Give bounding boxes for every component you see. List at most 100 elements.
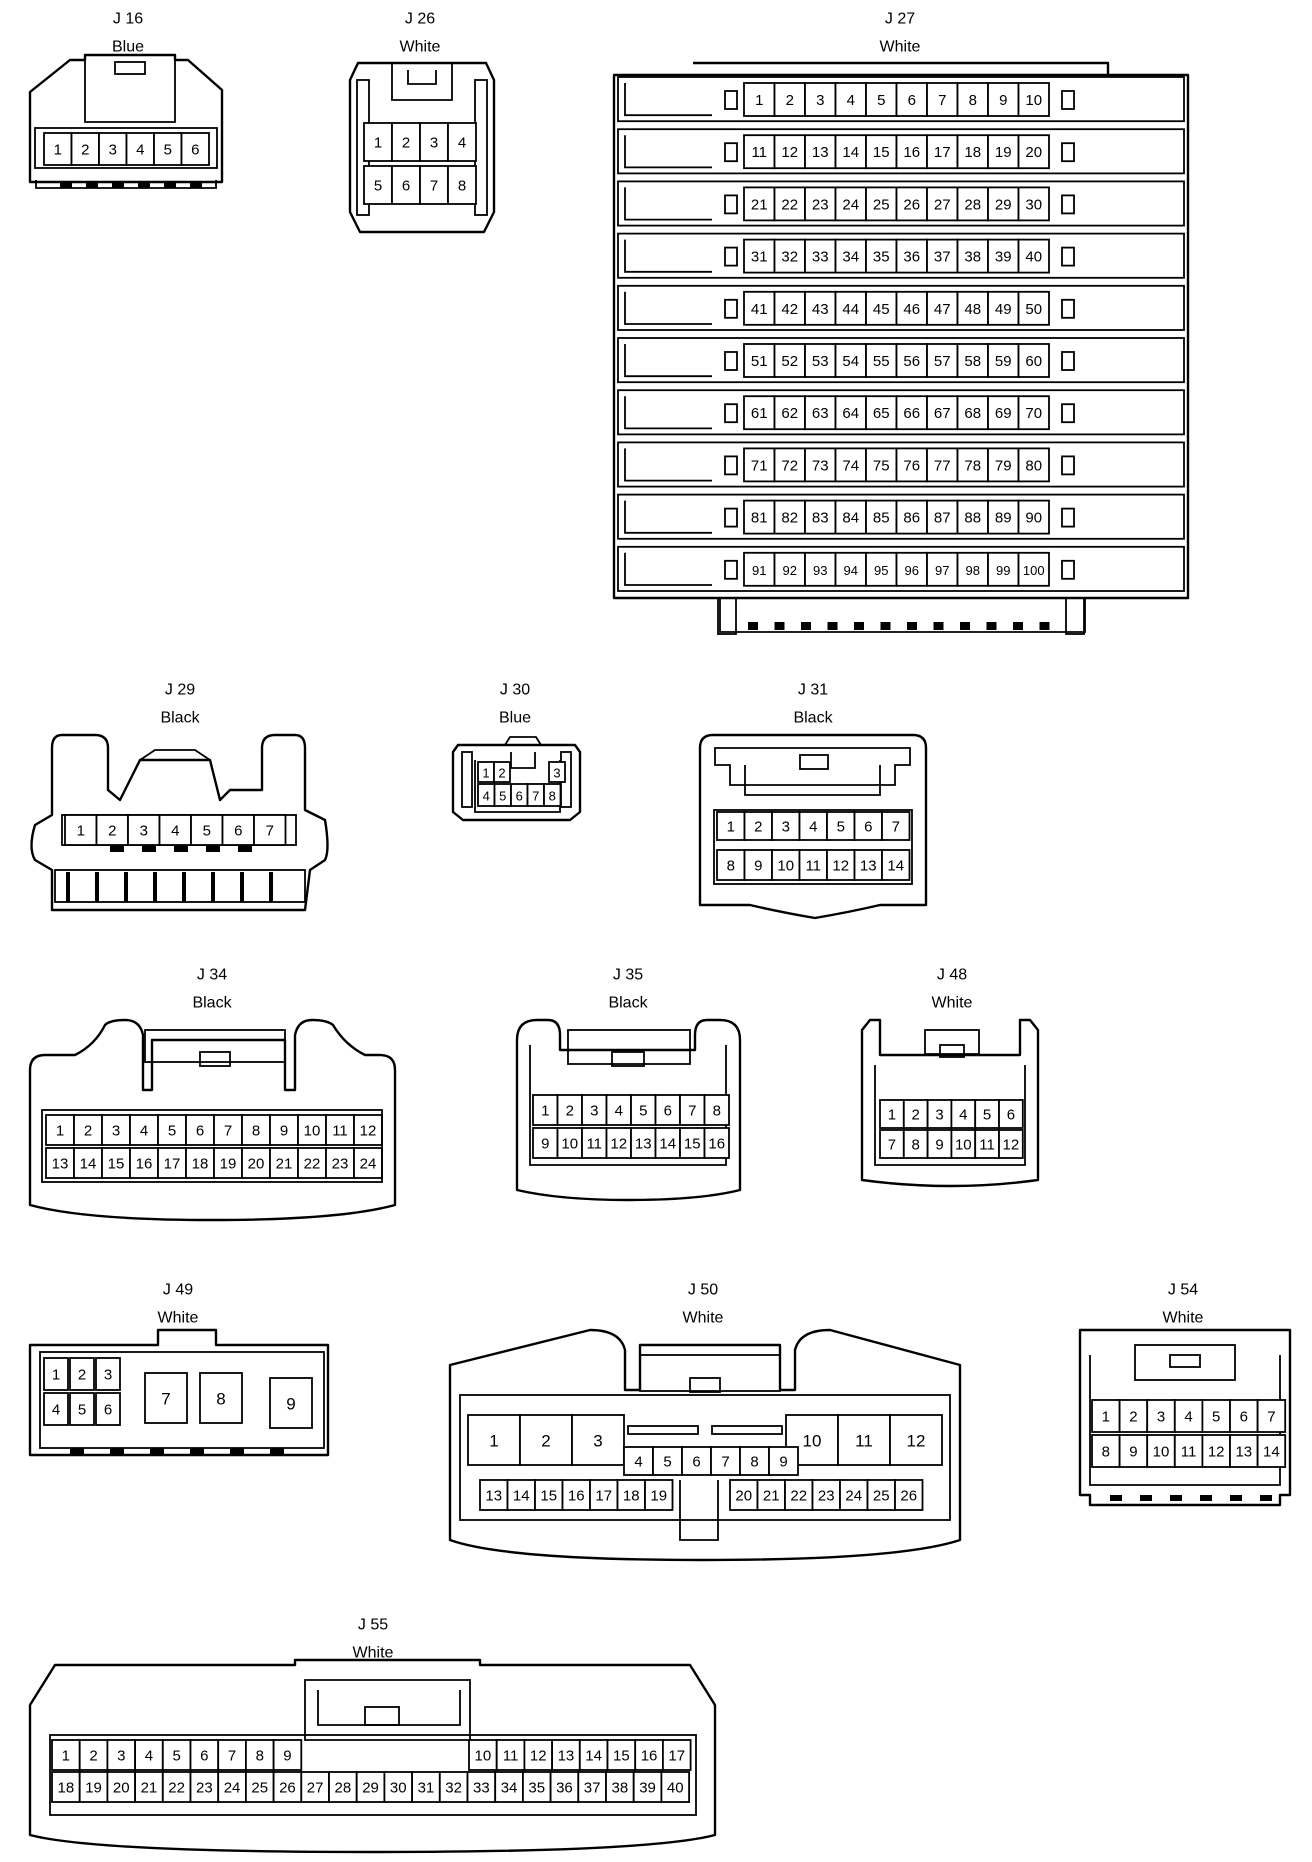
pin-cell [834, 551, 867, 587]
housing-outline [714, 747, 911, 786]
pin-cell [106, 1739, 137, 1771]
housing-outline [624, 344, 712, 378]
connector-color-label: Blue [499, 710, 531, 727]
pin-cell [881, 849, 911, 881]
latch-tooth [230, 1448, 244, 1454]
rib [240, 872, 244, 902]
pin-number: 31 [751, 249, 768, 266]
pin-number: 13 [635, 1136, 652, 1153]
latch-tooth [748, 622, 758, 630]
pin-number: 86 [903, 510, 920, 527]
pin-cell [144, 1372, 188, 1424]
housing-part [199, 1051, 231, 1067]
pin-cell [998, 1129, 1024, 1159]
pin-number: 9 [280, 1123, 288, 1140]
pin-number: 47 [934, 301, 951, 318]
latch-tooth [1140, 1495, 1152, 1501]
pin-cell [768, 1446, 799, 1476]
pin-number: 39 [639, 1780, 656, 1797]
pin-cell [743, 395, 776, 431]
pin-cell [865, 551, 898, 587]
housing-outline [698, 733, 928, 920]
pin-number: 8 [458, 178, 466, 195]
pin-number: 78 [964, 457, 981, 474]
pin-number: 6 [402, 178, 410, 195]
pin-number: 25 [251, 1780, 268, 1797]
pin-number: 21 [276, 1156, 293, 1173]
pin-number: 41 [751, 301, 768, 318]
pin-number: 52 [781, 353, 798, 370]
pin-cell [679, 1127, 706, 1159]
pin-number: 1 [374, 135, 382, 152]
pin-number: 1 [482, 766, 489, 781]
connector-id-label: J 35 [613, 967, 643, 984]
pin-cell [589, 1479, 619, 1511]
pin-number: 2 [1129, 1409, 1137, 1426]
pin-number: 4 [136, 142, 144, 159]
pin-number: 24 [845, 1488, 862, 1505]
pin-cell [101, 1147, 131, 1179]
latch-tooth [801, 622, 811, 630]
pin-cell [325, 1147, 355, 1179]
pin-number: 8 [252, 1123, 260, 1140]
latch-tooth [164, 182, 176, 188]
pin-cell [773, 290, 806, 326]
pin-number: 4 [847, 92, 855, 109]
pin-number: 85 [873, 510, 890, 527]
pin-number: 3 [430, 135, 438, 152]
pin-cell [1017, 395, 1050, 431]
rib [153, 872, 157, 902]
pin-number: 15 [684, 1136, 701, 1153]
housing-part [1134, 1344, 1236, 1381]
pin-cell [710, 1446, 741, 1476]
pin-number: 8 [727, 858, 735, 875]
latch-slot [724, 246, 738, 267]
pin-number: 27 [934, 196, 951, 213]
pin-number: 17 [668, 1748, 685, 1765]
pin-number: 10 [1025, 92, 1042, 109]
pin-number: 9 [935, 1137, 943, 1154]
latch-slot [1061, 142, 1075, 163]
pin-number: 6 [1007, 1107, 1015, 1124]
pin-number: 3 [782, 819, 790, 836]
pin-cell [926, 447, 959, 483]
pin-cell [773, 186, 806, 222]
housing-part [1065, 597, 1085, 635]
pin-number: 62 [781, 405, 798, 422]
housing-outline [28, 1328, 330, 1457]
pin-cell [834, 238, 867, 274]
pin-number: 31 [418, 1780, 435, 1797]
pin-cell [987, 499, 1020, 535]
pin-cell [895, 186, 928, 222]
pin-cell [895, 238, 928, 274]
pin-number: 16 [708, 1136, 725, 1153]
pin-number: 24 [360, 1156, 377, 1173]
latch-slot [1061, 194, 1075, 215]
housing-outline [348, 61, 496, 234]
pin-number: 90 [1025, 510, 1042, 527]
connector-color-label: Black [192, 995, 232, 1012]
latch-slot [724, 90, 738, 110]
pin-number: 24 [224, 1780, 241, 1797]
housing-outline [1078, 1328, 1292, 1507]
pin-row-frame [617, 180, 1185, 227]
pin-number: 5 [877, 92, 885, 109]
pin-number: 5 [374, 178, 382, 195]
latch-tooth [1230, 1495, 1242, 1501]
pin-cell [956, 395, 989, 431]
pin-number: 74 [842, 457, 859, 474]
housing-outline [612, 73, 1190, 600]
pin-number: 29 [362, 1780, 379, 1797]
housing-outline [139, 749, 211, 761]
pin-number: 12 [610, 1136, 627, 1153]
pin-cell [69, 1392, 95, 1426]
pin-cell [773, 82, 806, 117]
pin-number: 4 [1184, 1409, 1192, 1426]
pin-number: 1 [541, 1103, 549, 1120]
housing-part [717, 597, 737, 635]
pin-cell [328, 1771, 358, 1803]
pin-number: 25 [873, 1488, 890, 1505]
pin-number: 96 [905, 563, 919, 578]
